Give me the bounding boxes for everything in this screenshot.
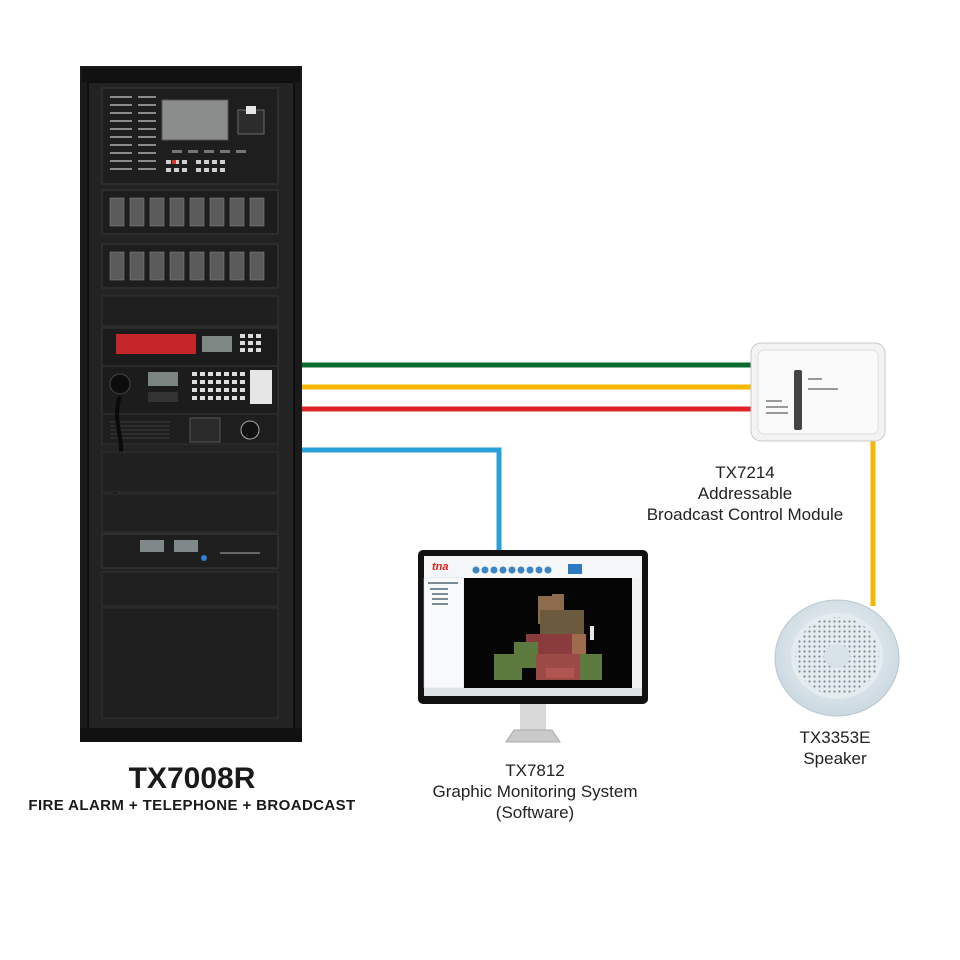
module-line2: Broadcast Control Module [646,505,844,524]
monitor-line2: (Software) [495,803,575,822]
cabinet-caption: TX7008R FIRE ALARM + TELEPHONE + BROADCA… [0,762,384,816]
module-model: TX7214 [715,463,775,482]
brand-logo: tna [432,561,449,573]
floor-plan [494,594,602,680]
cabinet-model: TX7008R [128,762,256,795]
monitor-line1: Graphic Monitoring System [432,782,638,801]
speaker-caption: TX3353E Speaker [760,727,910,769]
monitor-caption: TX7812 Graphic Monitoring System (Softwa… [390,760,680,823]
cabinet-subtitle: FIRE ALARM + TELEPHONE + BROADCAST [28,797,356,814]
wire-blue [298,447,502,552]
speaker-line1: Speaker [803,749,867,768]
module-line1: Addressable [697,484,793,503]
fire-alarm-cabinet [80,66,302,742]
speaker-model: TX3353E [799,728,871,747]
monitor-model: TX7812 [505,761,565,780]
broadcast-control-module [750,342,886,442]
monitoring-display: tna [418,550,648,743]
ceiling-speaker [774,599,900,717]
module-caption: TX7214 Addressable Broadcast Control Mod… [620,462,870,525]
